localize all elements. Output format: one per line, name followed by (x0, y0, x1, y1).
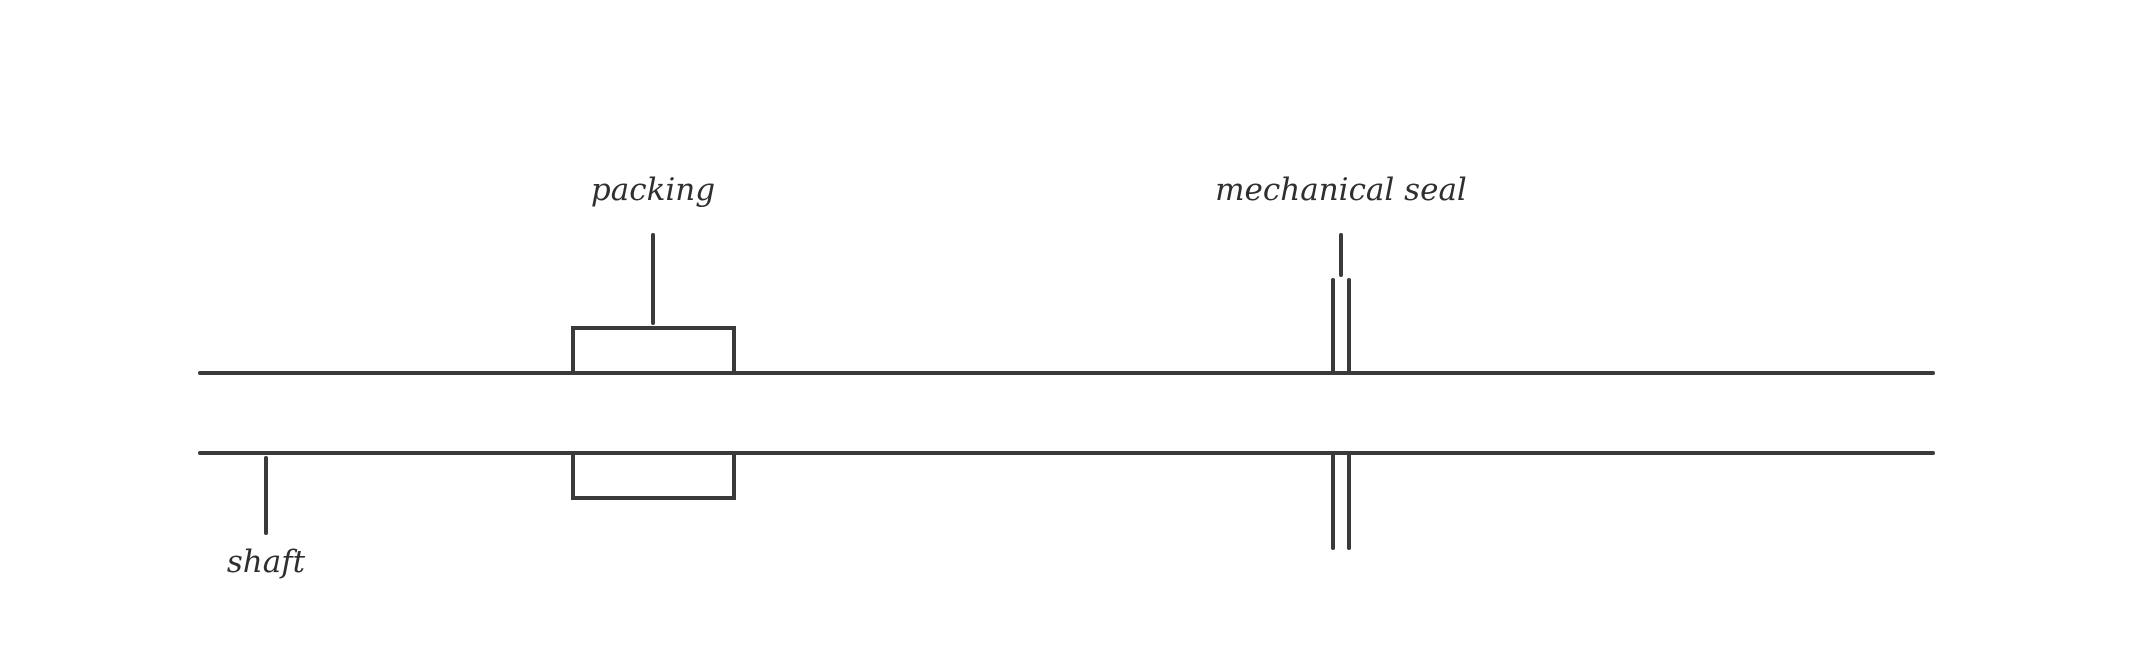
packing-upper-box (571, 326, 736, 375)
packing: packing (571, 172, 736, 500)
packing-label: packing (591, 172, 715, 208)
packing-lower-box (571, 451, 736, 500)
shaft (198, 371, 1935, 455)
mechanical-seal-label: mechanical seal (1215, 172, 1467, 208)
shaft-label: shaft (227, 544, 306, 580)
mechanical-seal: mechanical seal (1215, 172, 1467, 550)
shaft-annotation: shaft (227, 456, 306, 580)
